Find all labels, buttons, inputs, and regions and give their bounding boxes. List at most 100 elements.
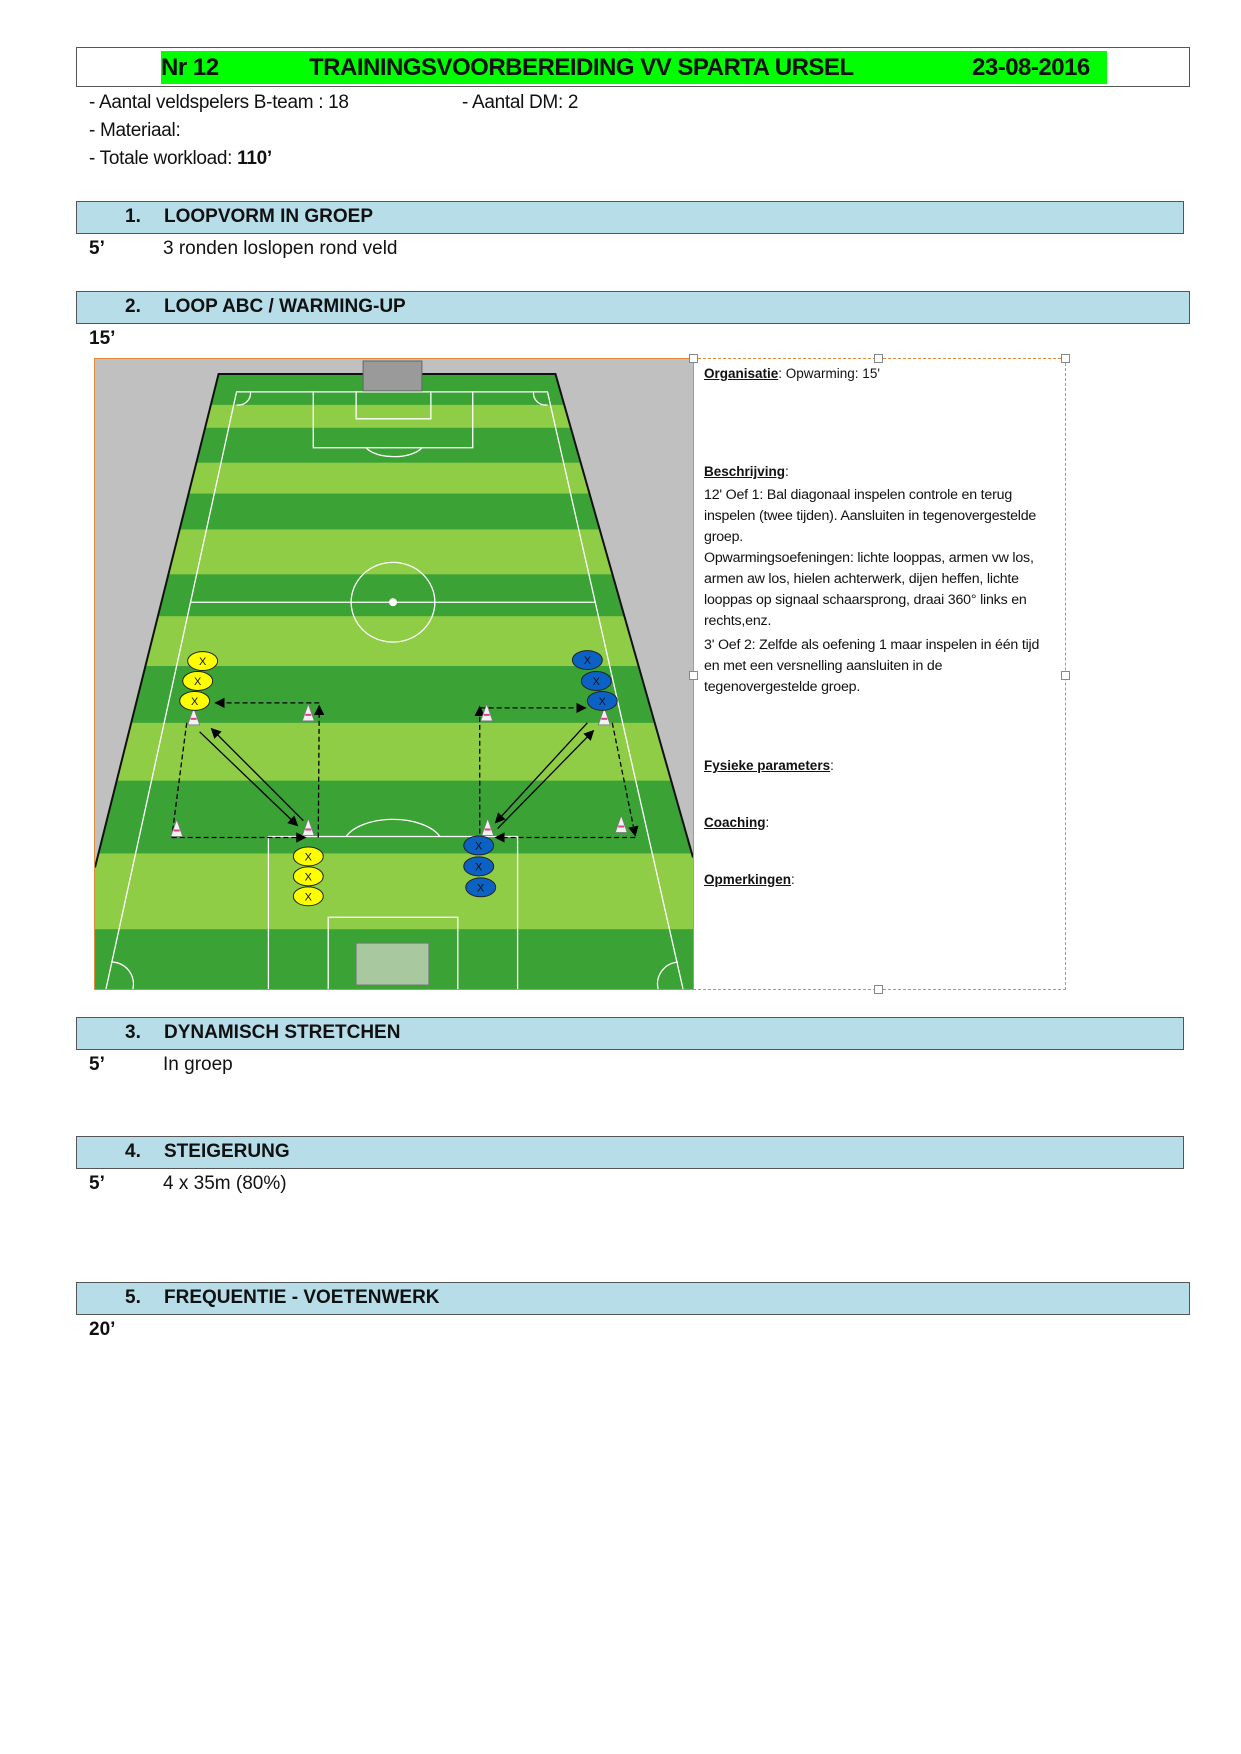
yellow-player: X xyxy=(292,846,324,867)
opmerkingen-line: Opmerkingen: xyxy=(704,872,795,887)
section-number: 4. xyxy=(125,1141,141,1162)
player-marker xyxy=(465,877,497,898)
material-label: - Materiaal: xyxy=(89,120,181,141)
organisatie-label: Organisatie xyxy=(704,366,779,381)
player-marker xyxy=(187,651,219,672)
player-marker xyxy=(586,690,618,711)
beschrijving-line: Beschrijving: xyxy=(704,464,789,479)
section-header-5: 5. FREQUENTIE - VOETENWERK xyxy=(76,1282,1190,1315)
player-marker xyxy=(182,671,214,691)
player-marker xyxy=(463,856,495,877)
cone-icon xyxy=(480,702,494,722)
training-number: Nr 12 xyxy=(161,54,219,81)
colon: : xyxy=(765,815,770,830)
section-description: 3 ronden loslopen rond veld xyxy=(163,238,398,259)
colon: : xyxy=(830,758,834,773)
organisatie-line: Organisatie: Opwarming: 15' xyxy=(704,366,880,381)
running-paths xyxy=(171,697,639,843)
training-date: 23-08-2016 xyxy=(972,54,1090,81)
warmup-exercises-text: Opwarmingsoefeningen: lichte looppas, ar… xyxy=(704,550,1034,629)
yellow-player: X xyxy=(179,690,211,711)
player-marker xyxy=(580,671,612,691)
cone-icon xyxy=(481,817,495,836)
player-label: X xyxy=(305,891,313,903)
workload-value: 110’ xyxy=(237,148,272,169)
cone-icon xyxy=(187,706,201,726)
section-title: LOOPVORM IN GROEP xyxy=(164,206,374,227)
colon: : xyxy=(785,464,789,479)
section-title: LOOP ABC / WARMING-UP xyxy=(164,296,406,317)
section-number: 5. xyxy=(125,1287,141,1308)
player-label: X xyxy=(199,656,207,668)
player-label: X xyxy=(194,676,202,688)
section-duration: 5’ xyxy=(89,1173,105,1194)
document-title: TRAININGSVOORBEREIDING VV SPARTA URSEL xyxy=(309,54,854,81)
exercise-1-text: 12' Oef 1: Bal diagonaal inspelen contro… xyxy=(704,487,1037,545)
player-marker xyxy=(292,846,324,867)
header-box xyxy=(76,47,1190,87)
players-count: - Aantal veldspelers B-team : 18 xyxy=(89,92,349,113)
section-number: 3. xyxy=(125,1022,141,1043)
fysiek-line: Fysieke parameters: xyxy=(704,758,834,773)
cones xyxy=(170,702,628,837)
section-duration: 20’ xyxy=(89,1319,116,1340)
section-number: 2. xyxy=(125,296,141,317)
section-number: 1. xyxy=(125,206,141,227)
blue-player: X xyxy=(463,835,495,856)
fysiek-label: Fysieke parameters xyxy=(704,758,831,773)
pitch-lines xyxy=(105,391,684,990)
player-marker xyxy=(463,835,495,856)
player-marker xyxy=(571,650,603,671)
cone-icon xyxy=(597,706,611,726)
organisatie-value: : Opwarming: 15' xyxy=(778,366,880,381)
workload-label: - Totale workload: xyxy=(89,148,238,169)
player-label: X xyxy=(475,840,483,852)
dm-count: - Aantal DM: 2 xyxy=(462,92,579,113)
blue-player: X xyxy=(586,690,618,711)
player-label: X xyxy=(191,696,199,708)
blue-player: X xyxy=(571,650,603,671)
player-label: X xyxy=(584,655,592,667)
section-header-3: 3. DYNAMISCH STRETCHEN xyxy=(76,1017,1184,1050)
section-description: In groep xyxy=(163,1054,233,1075)
player-label: X xyxy=(475,861,483,873)
colon: : xyxy=(791,872,795,887)
yellow-player: X xyxy=(292,866,324,887)
pass-arrows xyxy=(199,722,595,829)
yellow-player: X xyxy=(187,651,219,672)
cone-icon xyxy=(614,814,628,833)
yellow-player: X xyxy=(292,886,324,907)
exercise-2-text: 3' Oef 2: Zelfde als oefening 1 maar ins… xyxy=(704,637,1040,695)
player-label: X xyxy=(599,696,607,708)
section-header-1: 1. LOOPVORM IN GROEP xyxy=(76,201,1184,234)
cone-icon xyxy=(301,817,315,836)
section-header-4: 4. STEIGERUNG xyxy=(76,1136,1184,1169)
workload-line: - Totale workload: 110’ xyxy=(89,148,272,170)
player-label: X xyxy=(305,851,313,863)
player-marker xyxy=(292,886,324,907)
player-label: X xyxy=(305,871,313,883)
beschrijving-label: Beschrijving xyxy=(704,464,786,479)
section-header-2: 2. LOOP ABC / WARMING-UP xyxy=(76,291,1190,324)
section-duration: 15’ xyxy=(89,328,116,349)
blue-player: X xyxy=(465,877,497,898)
header-highlight xyxy=(161,51,1107,84)
section-title: FREQUENTIE - VOETENWERK xyxy=(164,1287,440,1308)
section-duration: 5’ xyxy=(89,1054,105,1075)
top-goal xyxy=(362,360,423,392)
section-title: STEIGERUNG xyxy=(164,1141,290,1162)
bottom-goal xyxy=(355,942,430,986)
player-marker xyxy=(292,866,324,887)
blue-player: X xyxy=(463,856,495,877)
cone-icon xyxy=(301,702,315,722)
yellow-player: X xyxy=(182,671,214,691)
section-duration: 5’ xyxy=(89,238,105,259)
blue-player: X xyxy=(580,671,612,691)
player-label: X xyxy=(477,882,485,894)
section-title: DYNAMISCH STRETCHEN xyxy=(164,1022,401,1043)
exercise-textbox: Organisatie: Opwarming: 15' Beschrijving… xyxy=(689,354,1070,994)
opmerkingen-label: Opmerkingen xyxy=(704,872,792,887)
cone-icon xyxy=(170,818,184,837)
